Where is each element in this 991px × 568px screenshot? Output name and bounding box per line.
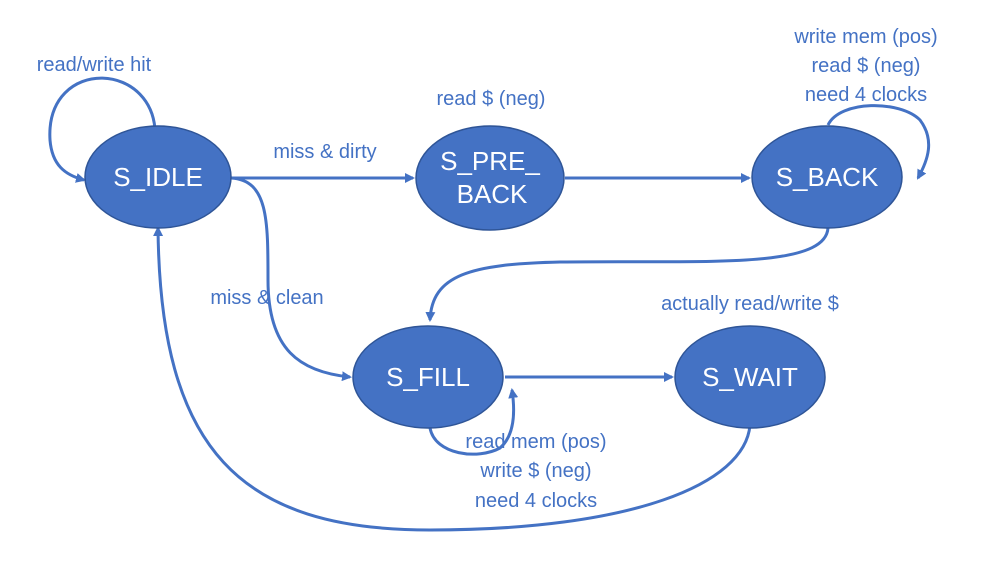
state-s-wait-label: S_WAIT <box>702 362 798 392</box>
state-s-back-shape <box>751 125 903 229</box>
edge-fill-self-loop <box>428 388 519 456</box>
state-s-fill-label: S_FILL <box>386 362 470 392</box>
state-s-idle-shape <box>84 125 232 229</box>
label-fill-line2: write $ (neg) <box>479 460 591 482</box>
label-read-write-hit: read/write hit <box>37 54 152 76</box>
state-s-pre-back-shape <box>415 125 565 231</box>
state-s-pre-back: S_PRE_ BACK <box>415 125 565 231</box>
label-wait-note: actually read/write $ <box>661 293 839 315</box>
state-s-wait-shape <box>674 325 826 429</box>
state-s-pre-back-label-line2: BACK <box>457 179 528 209</box>
state-s-idle: S_IDLE <box>84 125 232 229</box>
state-s-back: S_BACK <box>751 125 903 229</box>
label-pre-back-read: read $ (neg) <box>437 88 546 110</box>
state-s-fill: S_FILL <box>352 325 504 429</box>
label-miss-clean: miss & clean <box>210 287 323 309</box>
state-s-idle-label: S_IDLE <box>113 162 203 192</box>
label-back-line1: write mem (pos) <box>793 26 937 48</box>
state-s-fill-shape <box>352 325 504 429</box>
edge-idle-self-loop <box>48 76 157 183</box>
state-s-pre-back-label-line1: S_PRE_ <box>440 146 540 176</box>
label-fill-line1: read mem (pos) <box>465 431 606 453</box>
label-back-line3: need 4 clocks <box>805 84 927 106</box>
label-fill-line3: need 4 clocks <box>475 490 597 512</box>
state-s-back-label: S_BACK <box>776 162 879 192</box>
label-miss-dirty: miss & dirty <box>273 141 376 163</box>
edge-wait-to-idle <box>153 226 752 532</box>
edge-idle-to-fill <box>230 176 352 382</box>
edge-back-self-loop <box>826 104 931 180</box>
state-s-wait: S_WAIT <box>674 325 826 429</box>
label-back-line2: read $ (neg) <box>812 55 921 77</box>
edge-back-to-fill <box>425 227 830 322</box>
